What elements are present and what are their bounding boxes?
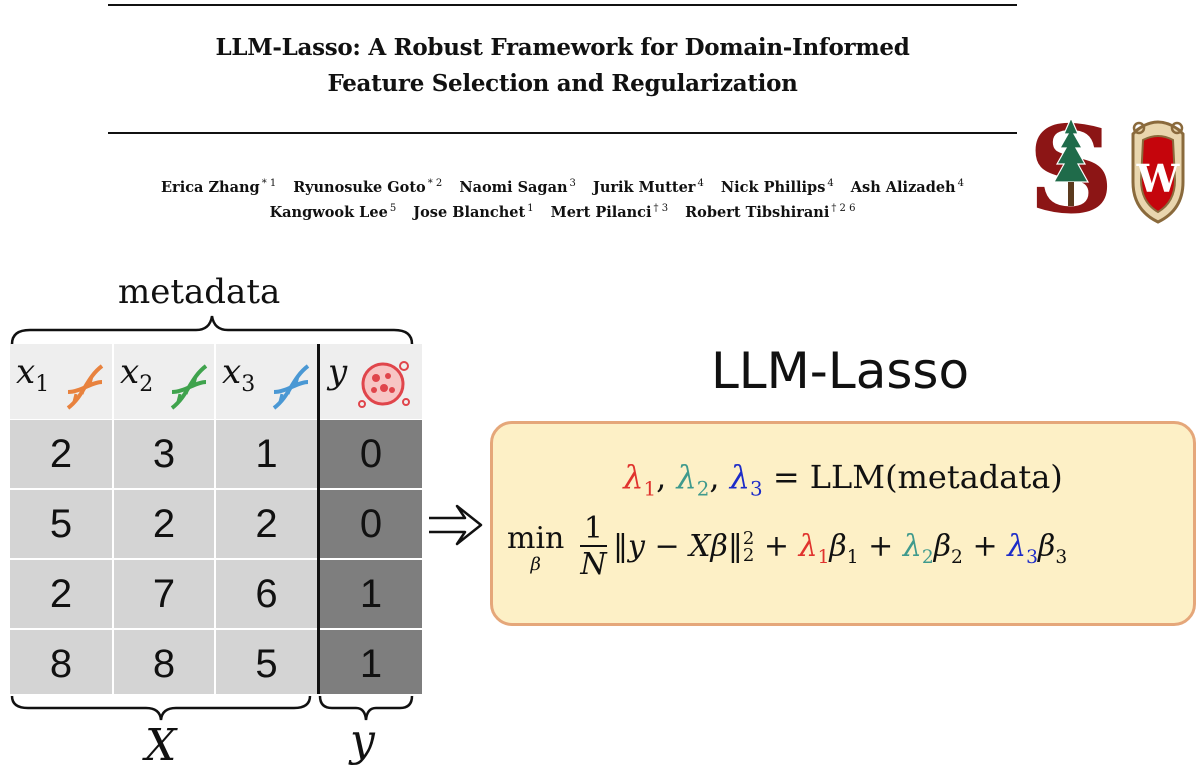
X-brace <box>10 695 312 721</box>
table-cell: 2 <box>10 420 112 488</box>
table-cell: 5 <box>216 630 317 694</box>
target-divider <box>317 344 320 694</box>
target-cell: 1 <box>320 560 422 628</box>
title-rule <box>108 132 1017 134</box>
table-cell: 8 <box>114 630 214 694</box>
top-rule <box>108 4 1017 6</box>
table-cell: 3 <box>114 420 214 488</box>
tumor-cell-icon <box>358 361 410 408</box>
column-header-x3: x3 <box>216 344 317 419</box>
lambda-2: λ2 <box>676 458 710 501</box>
metadata-brace <box>10 315 414 345</box>
table-cell: 1 <box>216 420 317 488</box>
pine-tree-icon <box>1052 116 1090 206</box>
dna-icon <box>66 364 104 410</box>
author: Robert Tibshirani† 2 6 <box>685 203 856 221</box>
target-cell: 1 <box>320 630 422 694</box>
table-cell: 2 <box>10 560 112 628</box>
table-cell: 8 <box>10 630 112 694</box>
author: Ryunosuke Goto* 2 <box>293 178 443 196</box>
feature-table: x1 x2 x3 y <box>10 344 422 694</box>
table-cell: 2 <box>114 490 214 558</box>
dna-icon <box>170 364 208 410</box>
column-header-x2: x2 <box>114 344 214 419</box>
metadata-label: metadata <box>118 272 281 312</box>
table-cell: 5 <box>10 490 112 558</box>
author: Mert Pilanci† 3 <box>550 203 669 221</box>
table-cell: 7 <box>114 560 214 628</box>
llm-call: = LLM(metadata) <box>772 458 1063 496</box>
stanford-logo: S <box>1030 112 1112 226</box>
paper-title-line-2: Feature Selection and Regularization <box>327 70 798 97</box>
wisconsin-logo: W <box>1131 120 1185 224</box>
X-matrix-label: X <box>145 720 177 771</box>
column-header-x1: x1 <box>10 344 112 419</box>
author: Erica Zhang* 1 <box>161 178 277 196</box>
penalty-equation: λ1, λ2, λ3 = LLM(metadata) <box>623 458 1063 501</box>
author-list-line-1: Erica Zhang* 1 Ryunosuke Goto* 2 Naomi S… <box>20 178 1105 196</box>
column-header-y: y <box>320 344 422 419</box>
method-title: LLM-Lasso <box>710 342 970 400</box>
lambda-3: λ3 <box>729 458 763 501</box>
y-vector-label: y <box>350 715 375 766</box>
target-cell: 0 <box>320 490 422 558</box>
implies-arrow-icon <box>429 504 483 546</box>
y-brace <box>318 695 414 721</box>
target-cell: 0 <box>320 420 422 488</box>
paper-title-line-1: LLM-Lasso: A Robust Framework for Domain… <box>215 34 910 61</box>
table-cell: 2 <box>216 490 317 558</box>
table-cell: 6 <box>216 560 317 628</box>
wisconsin-w-letter: W <box>1136 156 1181 201</box>
dna-icon <box>272 364 310 410</box>
lambda-1: λ1 <box>623 458 657 501</box>
